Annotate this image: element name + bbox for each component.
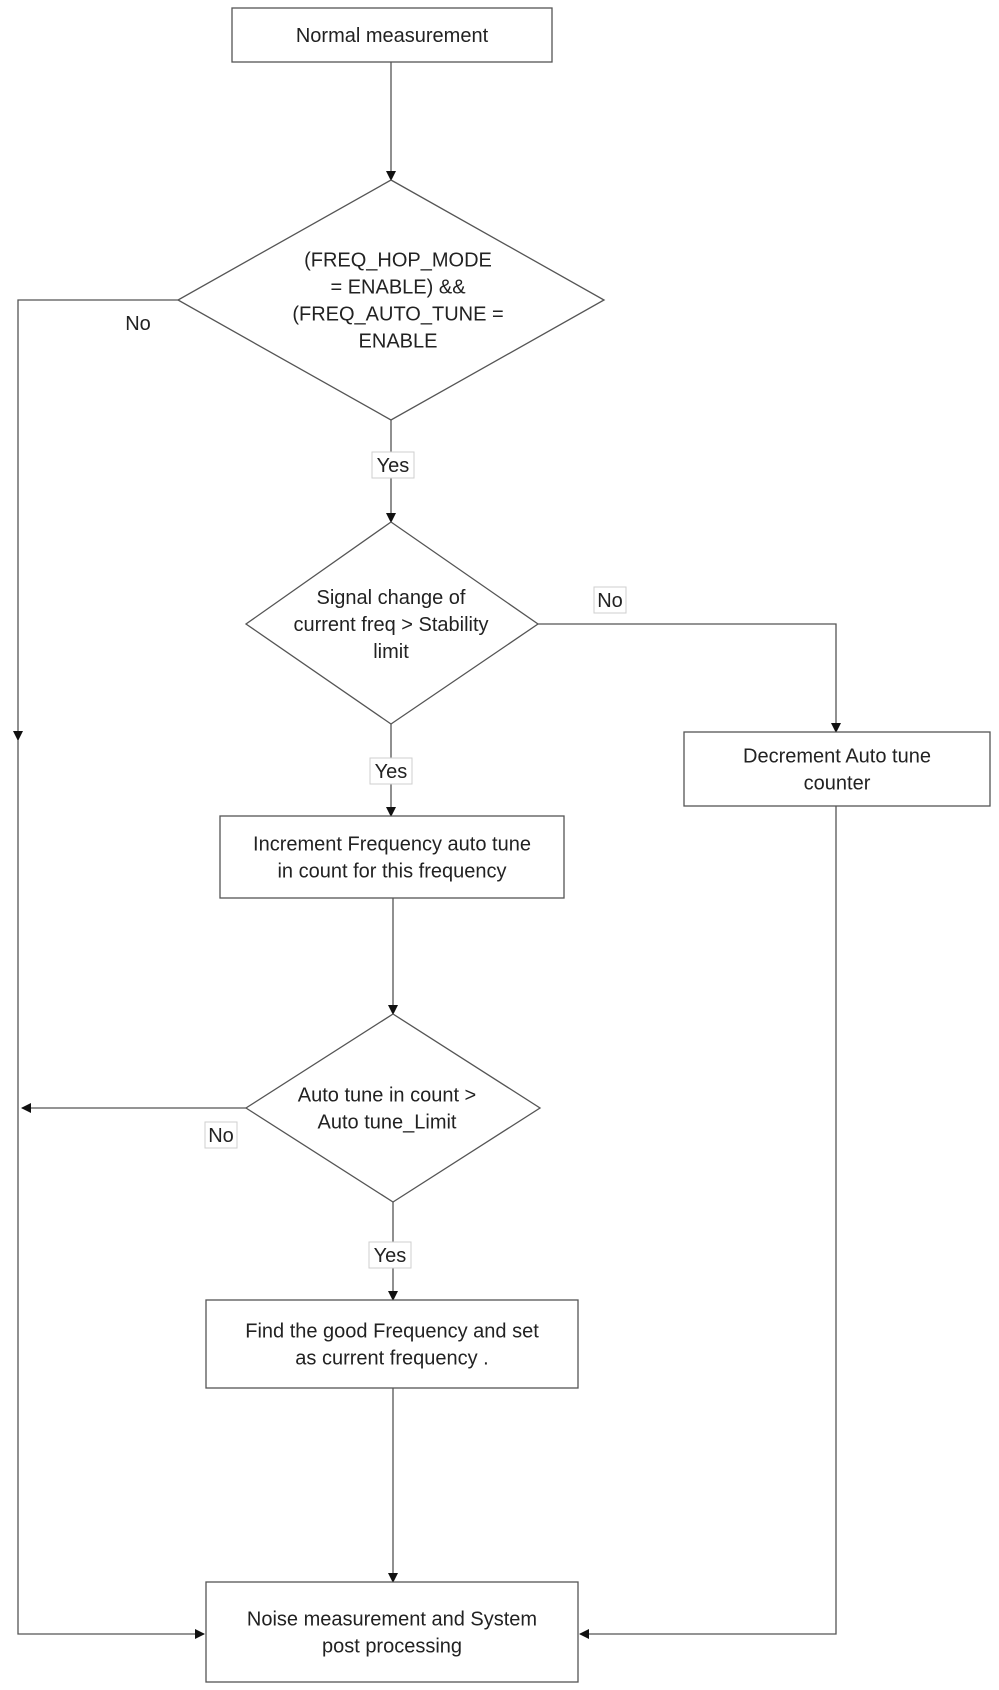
label-signal-no-text: No — [597, 590, 623, 612]
decision-hop-mode[interactable]: (FREQ_HOP_MODE = ENABLE) && (FREQ_AUTO_TUN… — [176, 179, 606, 421]
text-line: Normal measurement — [296, 25, 489, 47]
text-line: in count for this frequency — [277, 861, 506, 883]
text-line: Signal change of — [316, 587, 465, 609]
text-line: as current frequency . — [295, 1348, 488, 1370]
text-line: post processing — [322, 1636, 462, 1658]
label-limit-no: No — [204, 1121, 238, 1149]
text-line: (FREQ_AUTO_TUNE = — [292, 304, 503, 326]
start-node[interactable]: Normal measurement — [231, 7, 553, 63]
text-line: (FREQ_HOP_MODE — [304, 250, 492, 272]
decision-signal-change[interactable]: Signal change of current freq > Stability… — [244, 521, 540, 725]
text-line: Auto tune_Limit — [318, 1112, 457, 1134]
connector-left-rail-to-end — [17, 740, 205, 1639]
label-signal-no: No — [593, 586, 627, 614]
label-limit-no-text: No — [208, 1125, 234, 1147]
text-line: Find the good Frequency and set — [245, 1321, 539, 1343]
decision-autotune-limit-text: Auto tune in count > Auto tune_Limit — [298, 1085, 476, 1134]
decision-signal-change-text: Signal change of current freq > Stability… — [293, 587, 488, 663]
text-line: Noise measurement and System — [247, 1609, 537, 1631]
end-node[interactable]: Noise measurement and System post process… — [205, 1581, 579, 1683]
text-line: ENABLE — [359, 331, 438, 353]
connector-mode-no — [13, 299, 178, 741]
text-line: counter — [804, 773, 871, 795]
connectors — [13, 62, 841, 1639]
text-line: current freq > Stability — [293, 614, 488, 636]
end-text: Noise measurement and System post process… — [247, 1609, 537, 1658]
decrement-autotune-node[interactable]: Decrement Auto tune counter — [683, 731, 991, 807]
connector-signal-no — [538, 623, 841, 733]
text-line: limit — [373, 641, 409, 663]
decision-autotune-limit[interactable]: Auto tune in count > Auto tune_Limit — [244, 1013, 542, 1203]
text-line: Decrement Auto tune — [743, 746, 931, 768]
find-good-frequency-text: Find the good Frequency and set as curren… — [245, 1321, 539, 1370]
increment-autotune-node[interactable]: Increment Frequency auto tune in count fo… — [219, 815, 565, 899]
text-line: Auto tune in count > — [298, 1085, 476, 1107]
label-mode-yes: Yes — [371, 451, 415, 479]
label-limit-yes: Yes — [368, 1241, 412, 1269]
label-limit-yes-text: Yes — [374, 1245, 407, 1267]
label-mode-no: No — [125, 313, 151, 335]
text-line: = ENABLE) && — [330, 277, 466, 299]
decision-hop-mode-text: (FREQ_HOP_MODE = ENABLE) && (FREQ_AUTO_TUN… — [292, 250, 503, 353]
label-mode-no-text: No — [125, 313, 151, 335]
connector-decrement-to-end — [579, 806, 837, 1639]
label-signal-yes: Yes — [369, 757, 413, 785]
increment-autotune-text: Increment Frequency auto tune in count fo… — [253, 834, 531, 883]
start-text: Normal measurement — [296, 25, 489, 47]
label-signal-yes-text: Yes — [375, 761, 408, 783]
label-mode-yes-text: Yes — [377, 455, 410, 477]
find-good-frequency-node[interactable]: Find the good Frequency and set as curren… — [205, 1299, 579, 1389]
text-line: Increment Frequency auto tune — [253, 834, 531, 856]
decrement-autotune-text: Decrement Auto tune counter — [743, 746, 931, 795]
